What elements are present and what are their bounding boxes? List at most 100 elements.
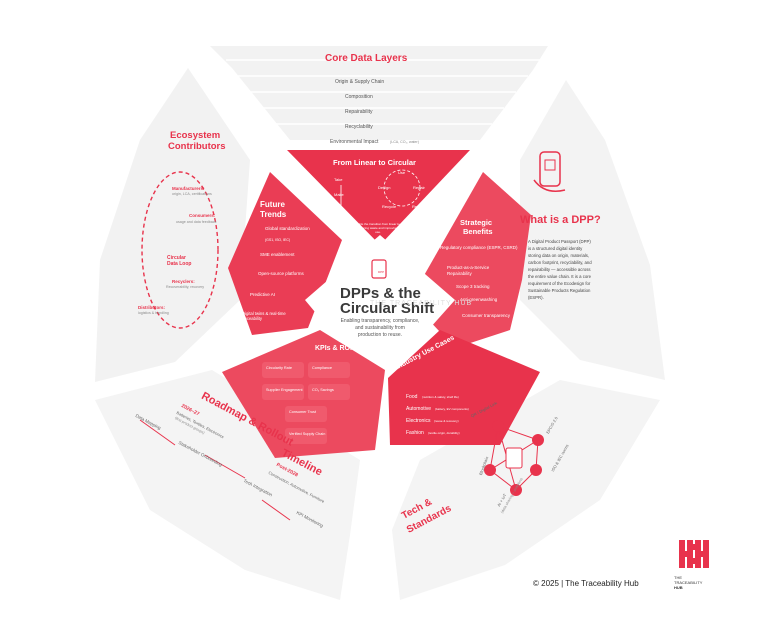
- tech-node: [492, 420, 504, 432]
- linear-title: From Linear to Circular: [333, 158, 416, 167]
- what-body-line: repairability — accessible across: [528, 267, 591, 272]
- circular-step: Reuse: [412, 204, 424, 209]
- center-title-line1: DPPs & the: [340, 285, 421, 302]
- core-data-panel: [210, 46, 548, 140]
- kpis-title: KPIs & ROI: [315, 345, 352, 352]
- core-data-note: (LCA, CO₂, water): [390, 140, 419, 144]
- future-item-note: (GS1, ISO, IEC): [265, 238, 291, 242]
- ecosystem-panel: [95, 68, 250, 382]
- kpi-card: Verified Supply Chain: [289, 432, 326, 436]
- center-title-line2: Circular Shift: [340, 300, 435, 317]
- recyclers-label: Recyclers:: [172, 279, 195, 284]
- future-item: Predictive AI: [250, 292, 276, 297]
- core-data-item: Origin & Supply Chain: [335, 79, 385, 85]
- industry-note: (textile origin, durability): [428, 431, 460, 435]
- dpp-badge-label: DPP: [378, 270, 385, 274]
- strategic-title: Benefits: [463, 227, 493, 236]
- industry-item: Fashion: [406, 430, 424, 436]
- distributors-label: Distributors:: [138, 305, 165, 310]
- core-data-title: Core Data Layers: [325, 53, 408, 64]
- what-title: What is a DPP?: [520, 214, 601, 226]
- strategic-item: Consumer transparency: [462, 313, 511, 318]
- kpi-card-bg: [262, 362, 304, 378]
- center-subtitle: Enabling transparency, compliance,: [340, 318, 420, 324]
- linear-step: Make: [334, 192, 344, 197]
- what-body-line: (ESPR).: [528, 295, 544, 300]
- center-watermark: THE TRACEABILITY HUB: [370, 300, 473, 307]
- circular-loop: [383, 169, 421, 207]
- center-panel: [305, 235, 455, 370]
- logo-text: THE: [674, 575, 682, 580]
- loop-label: Data Loop: [167, 261, 192, 267]
- kpi-card-bg: [262, 384, 304, 400]
- center-subtitle: and sustainability from: [355, 325, 405, 331]
- future-item: Open-source platforms: [258, 271, 304, 276]
- future-item: Digital twins & real-time traceability: [242, 311, 286, 321]
- kpi-card: CO₂ Savings: [312, 388, 334, 392]
- center-subtitle: production to reuse.: [357, 332, 403, 338]
- industry-item: Automotive: [406, 406, 432, 412]
- ecosystem-title: Contributors: [168, 141, 226, 152]
- circular-step: Repair: [413, 185, 425, 190]
- linear-step: Take: [334, 177, 343, 182]
- loop-label: Circular: [167, 255, 186, 261]
- what-is-dpp-panel: [520, 80, 665, 380]
- dpp-badge-icon: [371, 259, 387, 279]
- phone-icon: [539, 151, 561, 187]
- copyright: © 2025 | The Traceability Hub: [533, 579, 639, 588]
- tech-panel: [392, 380, 660, 600]
- recyclers-note: Recoverability, recovery: [166, 285, 205, 289]
- what-body-line: the entire value chain. It is a core: [528, 274, 592, 279]
- consumers-label: Consumers:: [189, 213, 216, 218]
- tech-node: [532, 434, 544, 446]
- logo-text: TRACEABILITY: [674, 580, 703, 585]
- manufacturers-label: Manufacturers:: [172, 186, 205, 191]
- strategic-item: Regulatory compliance (ESPR, CSRD): [440, 245, 518, 250]
- tech-node: [484, 464, 496, 476]
- what-body-line: A Digital Product Passport (DPP): [528, 239, 591, 244]
- linear-circular-panel: [287, 150, 470, 245]
- core-data-item: Recyclability: [345, 124, 373, 130]
- ecosystem-title: Ecosystem: [170, 130, 221, 141]
- strategic-item: Repairability: [447, 271, 472, 276]
- future-title: Future: [260, 200, 285, 209]
- distributors-note: logistics & handling: [138, 311, 169, 315]
- industry-note: (battery, EV components): [435, 407, 469, 411]
- kpi-card-bg: [308, 362, 350, 378]
- core-data-item: Composition: [345, 94, 373, 100]
- tech-node: [530, 464, 542, 476]
- passport-icon: [505, 447, 523, 469]
- roadmap-arrow: [261, 499, 291, 521]
- core-data-item: Environmental Impact: [330, 139, 379, 145]
- linear-description: DPPs enable the transition from linear t…: [345, 222, 411, 234]
- strategic-item: Product-as-a-Service: [447, 265, 490, 270]
- what-body-line: is a structured digital identity: [528, 246, 583, 251]
- ecosystem-loop: [141, 171, 219, 329]
- strategic-item: Anti-greenwashing: [460, 297, 498, 302]
- core-data-item: Repairability: [345, 109, 373, 115]
- circular-step: Recycle: [382, 204, 397, 209]
- kpi-card-bg: [285, 406, 327, 422]
- strategic-item: Scope 3 tracking: [456, 284, 490, 289]
- industry-note: (reuse & recovery): [434, 419, 459, 423]
- strategic-title: Strategic: [460, 218, 493, 227]
- industry-note: (nutrition & safety, shelf life): [422, 395, 459, 399]
- manufacturers-note: origin, LCA, certifications: [172, 192, 212, 196]
- tech-node: [510, 484, 522, 496]
- industry-panel: [388, 330, 540, 445]
- kpi-card-bg: [308, 384, 350, 400]
- industry-item: Food: [406, 394, 418, 400]
- future-item: SME enablement: [260, 252, 295, 257]
- hand-icon: [533, 179, 566, 192]
- logo-icon: [679, 540, 709, 568]
- what-body-line: Sustainable Products Regulation: [528, 288, 591, 293]
- what-body-line: storing data on origin, materials,: [528, 253, 590, 258]
- roadmap-arrow: [139, 419, 176, 446]
- what-body-line: requirement of the Ecodesign for: [528, 281, 591, 286]
- what-body: A Digital Product Passport (DPP) is a st…: [528, 238, 640, 301]
- circular-step: Use: [398, 170, 406, 175]
- what-body-line: carbon footprint, recyclability, and: [528, 260, 592, 265]
- qr-code-icon: [544, 159, 556, 171]
